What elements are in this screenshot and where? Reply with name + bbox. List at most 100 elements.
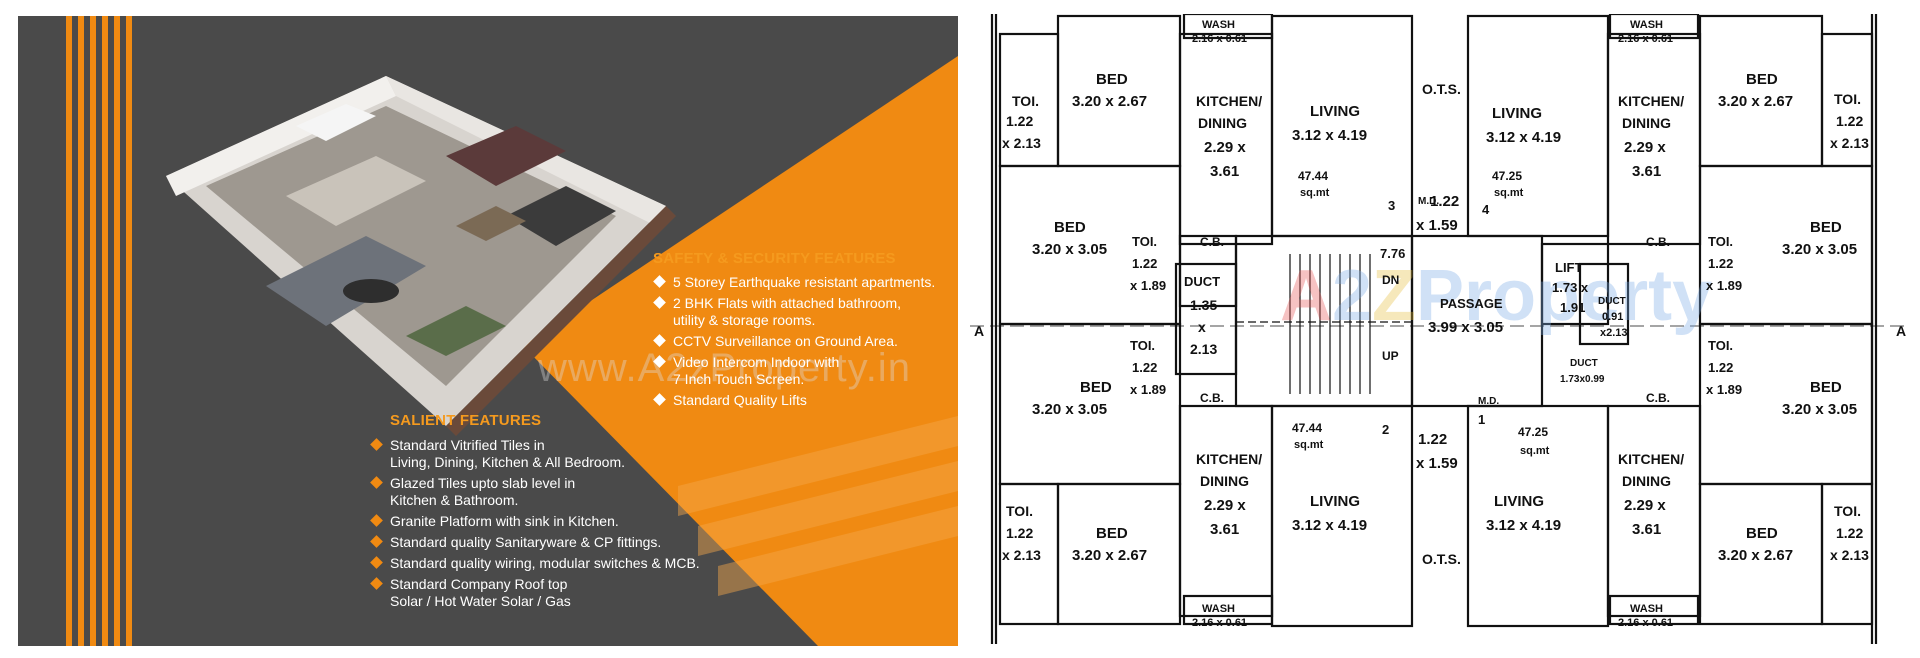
salient-features-title: SALIENT FEATURES (390, 412, 542, 429)
svg-text:x 2.13: x 2.13 (1002, 135, 1041, 151)
unit-4: LIVING 3.12 x 4.19 47.25 sq.mt 4 KITCHEN… (1482, 19, 1869, 293)
svg-text:3.99 x 3.05: 3.99 x 3.05 (1428, 319, 1503, 336)
svg-text:C.B.: C.B. (1646, 235, 1670, 249)
svg-text:3.20 x 2.67: 3.20 x 2.67 (1072, 547, 1147, 564)
svg-text:1.22: 1.22 (1430, 193, 1459, 210)
svg-text:1.22: 1.22 (1006, 525, 1033, 541)
svg-text:2.16 x 0.61: 2.16 x 0.61 (1618, 617, 1673, 629)
list-item: Standard Quality Lifts (653, 392, 953, 409)
svg-text:KITCHEN/: KITCHEN/ (1196, 451, 1262, 467)
svg-text:1.22: 1.22 (1708, 256, 1733, 271)
list-item: Video Intercom Indoor with 7 Inch Touch … (653, 354, 953, 388)
svg-text:PASSAGE: PASSAGE (1440, 296, 1503, 311)
svg-text:DINING: DINING (1200, 473, 1249, 489)
svg-text:WASH: WASH (1202, 603, 1235, 615)
svg-text:KITCHEN/: KITCHEN/ (1618, 93, 1684, 109)
svg-text:1.22: 1.22 (1006, 113, 1033, 129)
svg-text:1.22: 1.22 (1836, 525, 1863, 541)
svg-text:BED: BED (1810, 219, 1842, 236)
svg-text:3.12 x 4.19: 3.12 x 4.19 (1292, 127, 1367, 144)
svg-text:DUCT: DUCT (1598, 296, 1626, 307)
svg-text:2.29 x: 2.29 x (1204, 497, 1246, 514)
svg-text:TOI.: TOI. (1834, 503, 1861, 519)
svg-text:DN: DN (1382, 273, 1399, 287)
floor-plan-drawing: A2ZProperty LIVING 3.12 x 4.19 47.44 sq.… (970, 12, 1910, 644)
svg-text:KITCHEN/: KITCHEN/ (1618, 451, 1684, 467)
svg-text:TOI.: TOI. (1708, 338, 1733, 353)
svg-text:WASH: WASH (1630, 19, 1663, 31)
svg-text:WASH: WASH (1630, 603, 1663, 615)
orange-diagonal-shape (523, 56, 958, 646)
watermark-text: www.A2zProperty.in (538, 346, 911, 390)
svg-text:47.44: 47.44 (1298, 169, 1328, 183)
svg-text:TOI.: TOI. (1006, 503, 1033, 519)
svg-text:DINING: DINING (1622, 473, 1671, 489)
svg-text:BED: BED (1054, 219, 1086, 236)
svg-text:LIFT: LIFT (1555, 260, 1582, 275)
svg-text:TOI.: TOI. (1130, 338, 1155, 353)
svg-text:2.16 x 0.61: 2.16 x 0.61 (1192, 33, 1247, 45)
svg-text:1.22: 1.22 (1132, 256, 1157, 271)
svg-text:x 1.89: x 1.89 (1706, 382, 1742, 397)
svg-text:3.20 x 3.05: 3.20 x 3.05 (1032, 401, 1107, 418)
svg-text:1.73 x: 1.73 x (1552, 280, 1589, 295)
plan-watermark: A2ZProperty (1280, 256, 1712, 336)
diamond-bullet-icon (370, 438, 383, 451)
svg-text:x 1.89: x 1.89 (1130, 278, 1166, 293)
svg-text:1.22: 1.22 (1836, 113, 1863, 129)
svg-text:C.B.: C.B. (1200, 235, 1224, 249)
apartment-3d-render (166, 76, 676, 436)
svg-text:LIVING: LIVING (1494, 493, 1544, 510)
svg-text:1: 1 (1478, 412, 1485, 427)
svg-text:x: x (1198, 319, 1206, 335)
svg-text:sq.mt: sq.mt (1294, 439, 1324, 451)
list-item: 2 BHK Flats with attached bathroom, util… (653, 295, 953, 329)
floor-plan-panel: A2ZProperty LIVING 3.12 x 4.19 47.44 sq.… (970, 12, 1910, 644)
salient-features-list: Standard Vitrified Tiles in Living, Dini… (370, 437, 730, 614)
svg-text:C.B.: C.B. (1200, 391, 1224, 405)
stripe (66, 16, 72, 646)
svg-text:x 1.89: x 1.89 (1706, 278, 1742, 293)
svg-text:3.20 x 3.05: 3.20 x 3.05 (1782, 241, 1857, 258)
diamond-bullet-icon (653, 334, 666, 347)
svg-text:1.91: 1.91 (1560, 300, 1585, 315)
list-item: Standard quality wiring, modular switche… (370, 555, 730, 572)
svg-text:DINING: DINING (1622, 115, 1671, 131)
safety-features-title: SAFETY & SECURITY FEATURES (653, 250, 896, 267)
svg-text:sq.mt: sq.mt (1520, 445, 1550, 457)
svg-text:3.61: 3.61 (1210, 521, 1239, 538)
svg-text:DINING: DINING (1198, 115, 1247, 131)
svg-text:TOI.: TOI. (1132, 234, 1157, 249)
svg-text:DUCT: DUCT (1570, 358, 1598, 369)
svg-text:3: 3 (1388, 198, 1395, 213)
svg-text:2.13: 2.13 (1190, 341, 1217, 357)
svg-text:1.22: 1.22 (1132, 360, 1157, 375)
svg-text:3.20 x 2.67: 3.20 x 2.67 (1718, 93, 1793, 110)
list-item: Standard Vitrified Tiles in Living, Dini… (370, 437, 730, 471)
svg-text:BED: BED (1096, 71, 1128, 88)
diamond-bullet-icon (370, 514, 383, 527)
diamond-bullet-icon (653, 275, 666, 288)
svg-text:KITCHEN/: KITCHEN/ (1196, 93, 1262, 109)
stripe (90, 16, 96, 646)
safety-features-list: 5 Storey Earthquake resistant apartments… (653, 274, 953, 413)
svg-text:3.61: 3.61 (1210, 163, 1239, 180)
svg-text:O.T.S.: O.T.S. (1422, 551, 1461, 567)
svg-text:1.22: 1.22 (1708, 360, 1733, 375)
svg-text:2.29 x: 2.29 x (1204, 139, 1246, 156)
svg-text:A: A (1896, 323, 1906, 339)
svg-text:M.D.: M.D. (1418, 196, 1439, 207)
svg-text:UP: UP (1382, 349, 1399, 363)
svg-text:TOI.: TOI. (1708, 234, 1733, 249)
svg-text:47.25: 47.25 (1492, 169, 1522, 183)
svg-text:TOI.: TOI. (1834, 91, 1861, 107)
diamond-bullet-icon (653, 393, 666, 406)
svg-text:sq.mt: sq.mt (1494, 187, 1524, 199)
brochure-panel: www.A2zProperty.in SAFETY & SECURITY FEA… (18, 16, 958, 646)
stripe (126, 16, 132, 646)
diamond-bullet-icon (370, 577, 383, 590)
diamond-bullet-icon (370, 535, 383, 548)
svg-text:BED: BED (1746, 71, 1778, 88)
svg-text:LIVING: LIVING (1492, 105, 1542, 122)
svg-text:3.12 x 4.19: 3.12 x 4.19 (1486, 129, 1561, 146)
